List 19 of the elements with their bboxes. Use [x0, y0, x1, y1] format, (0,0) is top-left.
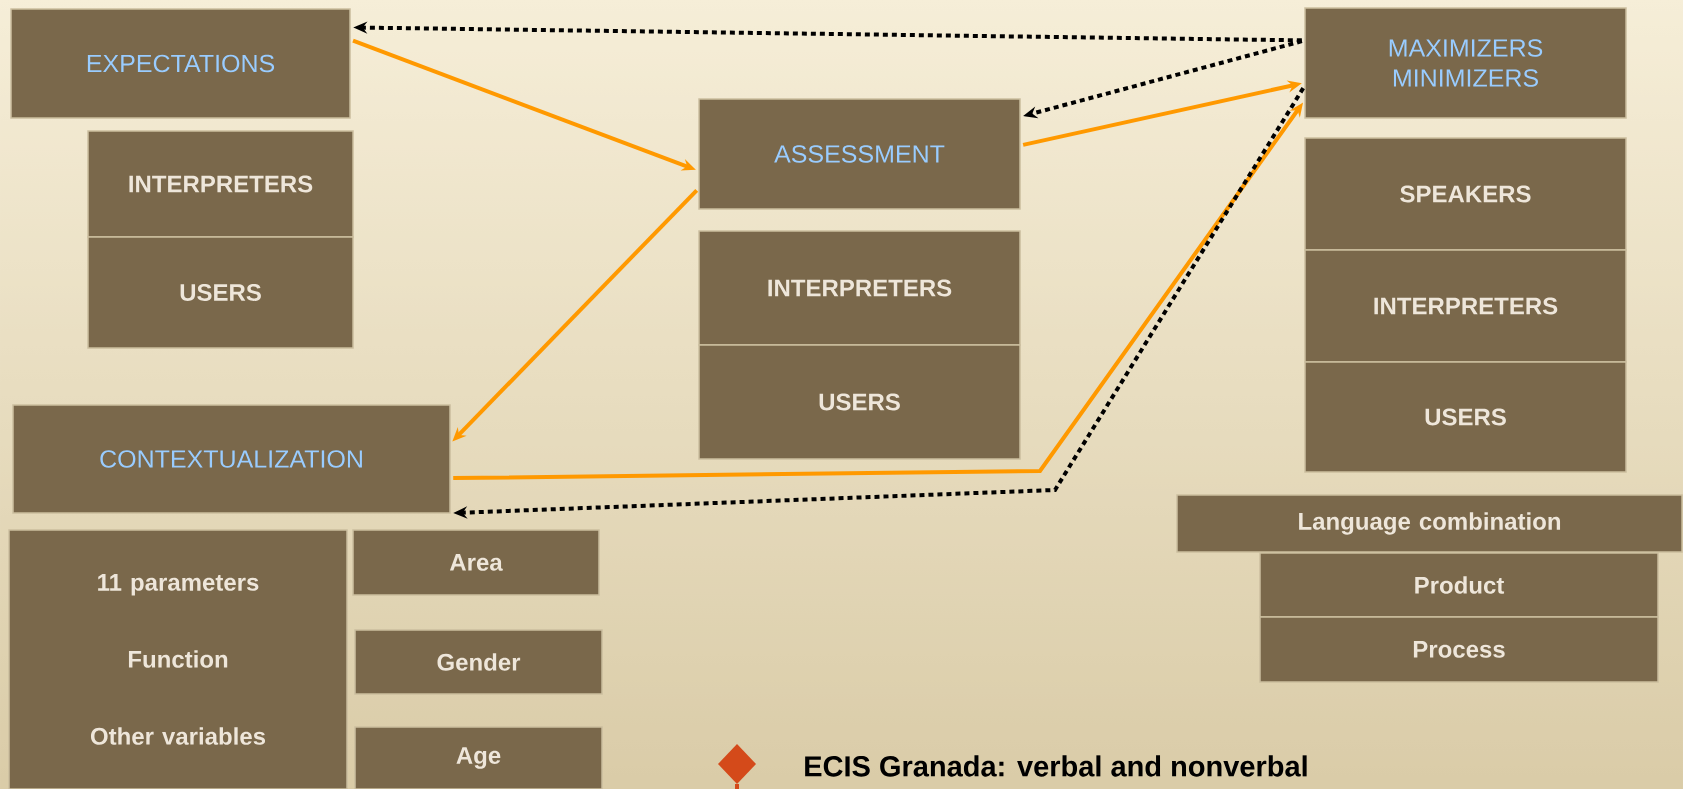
label-box: USERS: [698, 344, 1021, 460]
bullet-text: ECIS Granada: verbal and nonverbal: [805, 755, 1307, 777]
label-box: INTERPRETERS: [1304, 249, 1627, 363]
label-box: Language combination: [1176, 494, 1683, 553]
heading-box: MAXIMIZERS MINIMIZERS: [1304, 7, 1627, 119]
heading-box: ASSESSMENT: [698, 98, 1021, 210]
heading-box: CONTEXTUALIZATION: [12, 404, 451, 514]
label-box: INTERPRETERS: [87, 130, 354, 238]
label-box: Process: [1259, 616, 1659, 683]
label-box: Product: [1259, 552, 1659, 618]
heading-box: EXPECTATIONS: [10, 8, 351, 119]
label-box: 11 parameters Function Other variables: [8, 529, 348, 789]
label-box: Age: [354, 726, 603, 789]
label-box: Area: [352, 529, 600, 596]
label-box: INTERPRETERS: [698, 230, 1021, 346]
label-box: Gender: [354, 629, 603, 695]
label-box: USERS: [1304, 361, 1627, 473]
label-box: USERS: [87, 236, 354, 349]
label-box: SPEAKERS: [1304, 137, 1627, 251]
